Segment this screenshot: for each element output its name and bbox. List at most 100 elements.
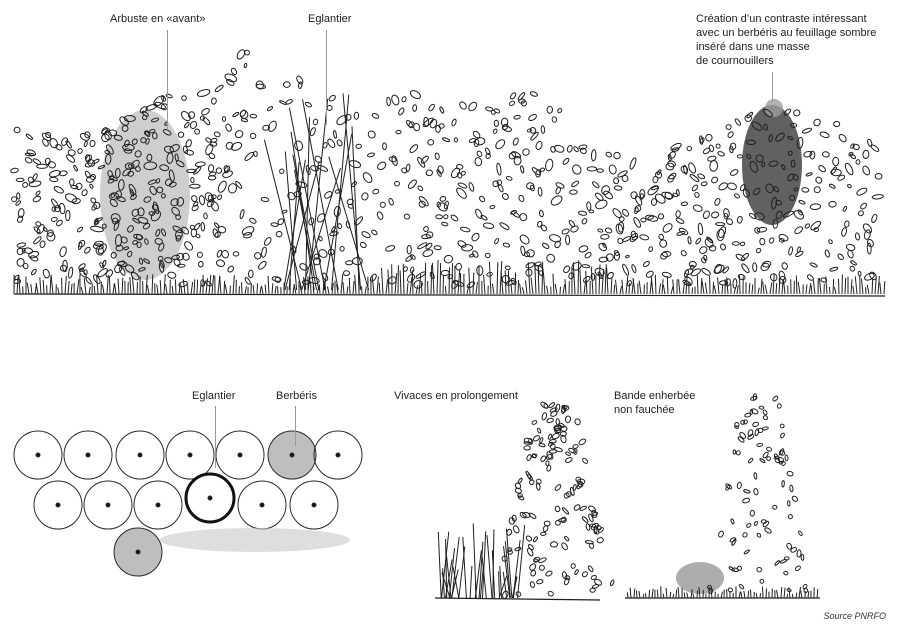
grass-blade [761,279,762,294]
grass-blade [68,281,69,294]
bande-grass-blade [739,592,740,598]
grass-blade [880,283,881,294]
foliage-leaf [42,269,50,279]
foliage-leaf [295,75,304,85]
foliage-leaf [441,222,448,227]
label-creation-contraste: Création d’un contraste intéressant avec… [696,12,876,68]
foliage-leaf [340,246,345,251]
foliage-leaf [594,198,608,210]
bande-grass-blade [741,591,742,598]
foliage-leaf [32,173,38,181]
grass-blade [377,276,378,294]
vivaces-grass-blade [459,546,465,598]
foliage-leaf [458,101,467,111]
foliage-leaf [699,136,703,145]
foliage-leaf [740,263,750,274]
grass-blade [599,265,600,294]
foliage-leaf [687,162,697,174]
vivaces-grass-blade [470,566,472,598]
bande-leaf [777,404,781,409]
foliage-leaf [737,155,743,158]
vivaces-leaf [518,478,523,484]
foliage-leaf [812,118,821,127]
foliage-leaf [725,124,731,130]
foliage-leaf [518,212,528,222]
foliage-leaf [567,145,573,153]
berberis-shade-highlight [765,99,783,117]
grass-blade [639,281,641,294]
vivaces-leaf [570,487,575,496]
vivaces-leaf [539,443,546,447]
vivaces-leaf [546,461,549,466]
grass-blade [505,270,506,294]
foliage-leaf [695,237,702,244]
foliage-leaf [89,184,93,189]
foliage-leaf [680,250,687,257]
vivaces-leaf [610,579,615,586]
foliage-leaf [518,195,525,203]
foliage-leaf [239,209,244,219]
foliage-leaf [376,211,384,220]
foliage-leaf [213,131,220,138]
foliage-leaf [675,217,684,225]
foliage-leaf [509,100,516,106]
foliage-leaf [810,262,818,268]
vivaces-leaf [530,570,537,577]
vivaces-leaf [578,438,587,446]
foliage-leaf [506,176,513,181]
foliage-leaf [193,222,201,230]
foliage-leaf [499,222,510,231]
bande-grass-blade [777,590,779,598]
plan-shrub-center [156,503,160,507]
vivaces-leaf [574,569,579,575]
bande-grass-blade [697,590,698,598]
foliage-leaf [717,226,727,239]
vivaces-leaf [527,544,534,551]
foliage-leaf [203,213,207,219]
foliage-leaf [850,143,855,149]
foliage-leaf [483,222,494,229]
leader-berberis [295,406,296,446]
foliage-leaf [608,164,617,175]
vivaces-leaf [536,579,543,584]
foliage-leaf [485,153,490,159]
grass-blade [673,279,674,294]
grass-blade [629,283,630,294]
foliage-leaf [183,240,194,251]
foliage-leaf [705,134,712,142]
grass-blade [382,268,384,294]
grass-blade [671,286,673,294]
foliage-leaf [568,272,574,279]
grass-blade [445,286,446,294]
grass-blade [620,286,622,294]
grass-blade [702,281,704,294]
bande-grass-blade [687,593,688,598]
grass-blade [686,275,687,294]
foliage-leaf [401,96,407,102]
foliage-leaf [733,279,737,289]
foliage-leaf [409,143,419,154]
foliage-leaf [694,192,700,198]
bande-leaf [742,532,748,538]
foliage-leaf [181,95,187,101]
plan-shrub-center [136,550,140,554]
foliage-leaf [662,251,671,256]
foliage-leaf [441,270,449,276]
grass-blade [272,283,273,294]
grass-blade [379,283,380,294]
foliage-leaf [439,196,446,202]
grass-blade [175,279,176,294]
foliage-leaf [356,144,362,149]
foliage-leaf [701,257,707,264]
foliage-leaf [346,261,353,265]
foliage-leaf [435,153,440,160]
foliage-leaf [261,197,269,202]
foliage-leaf [426,169,433,176]
foliage-leaf [49,177,58,182]
foliage-leaf [514,115,521,120]
foliage-leaf [525,262,535,269]
foliage-leaf [538,187,543,196]
foliage-leaf [621,264,629,276]
grass-blade [239,286,240,294]
